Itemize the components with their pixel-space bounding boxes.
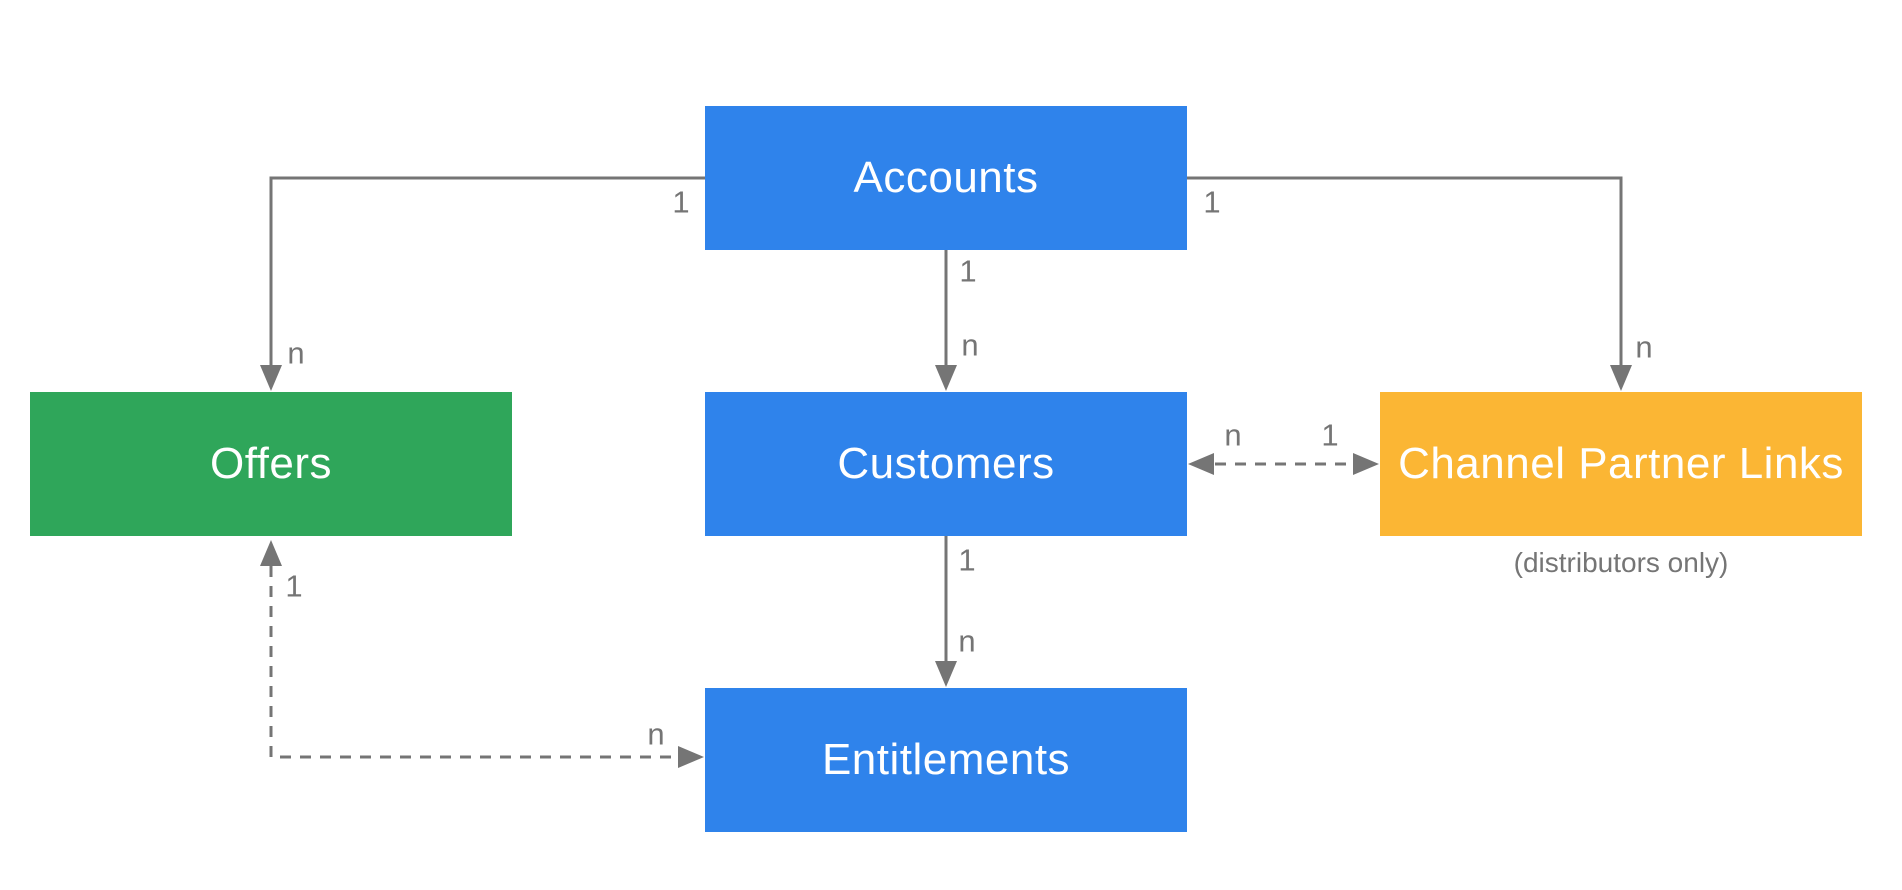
edge-accounts-offers-source-label: 1 [672,184,690,220]
edge-offers-entitlements-arrowhead-right [678,746,704,768]
edge-customers-entitlements-source-label: 1 [958,542,976,578]
edge-accounts-offers-line [269,176,705,367]
edge-accounts-cpl-arrowhead [1610,365,1632,391]
edge-accounts-cpl-source-label: 1 [1203,184,1221,220]
edge-customers-entitlements-target-label: n [958,623,976,659]
edge-offers-entitlements-target-label: n [647,716,665,752]
edge-accounts-offers-target-label: n [287,335,305,371]
edge-customers-cpl-arrowhead-right [1353,453,1379,475]
edge-offers-entitlements-line [269,566,677,759]
edge-customers-cpl-source-label: n [1224,417,1242,453]
edge-accounts-customers-source-label: 1 [959,253,977,289]
edge-customers-cpl-arrowhead-left [1188,453,1214,475]
edge-offers-entitlements-source-label: 1 [285,568,303,604]
edge-accounts-customers-arrowhead [935,365,957,391]
edge-accounts-cpl-target-label: n [1635,329,1653,365]
node-offers: Offers [30,392,512,536]
edge-accounts-customers-target-label: n [961,327,979,363]
cpl-note: (distributors only) [1513,547,1729,578]
node-customers: Customers [705,392,1187,536]
node-entitlements: Entitlements [705,688,1187,832]
edge-customers-cpl-target-label: 1 [1321,417,1339,453]
node-channel-partner-links: Channel Partner Links [1380,392,1862,536]
edge-accounts-offers-arrowhead [260,365,282,391]
edge-customers-entitlements-arrowhead [935,661,957,687]
node-accounts: Accounts [705,106,1187,250]
edge-accounts-cpl-line [1187,176,1623,367]
edge-offers-entitlements-arrowhead-up [260,540,282,566]
